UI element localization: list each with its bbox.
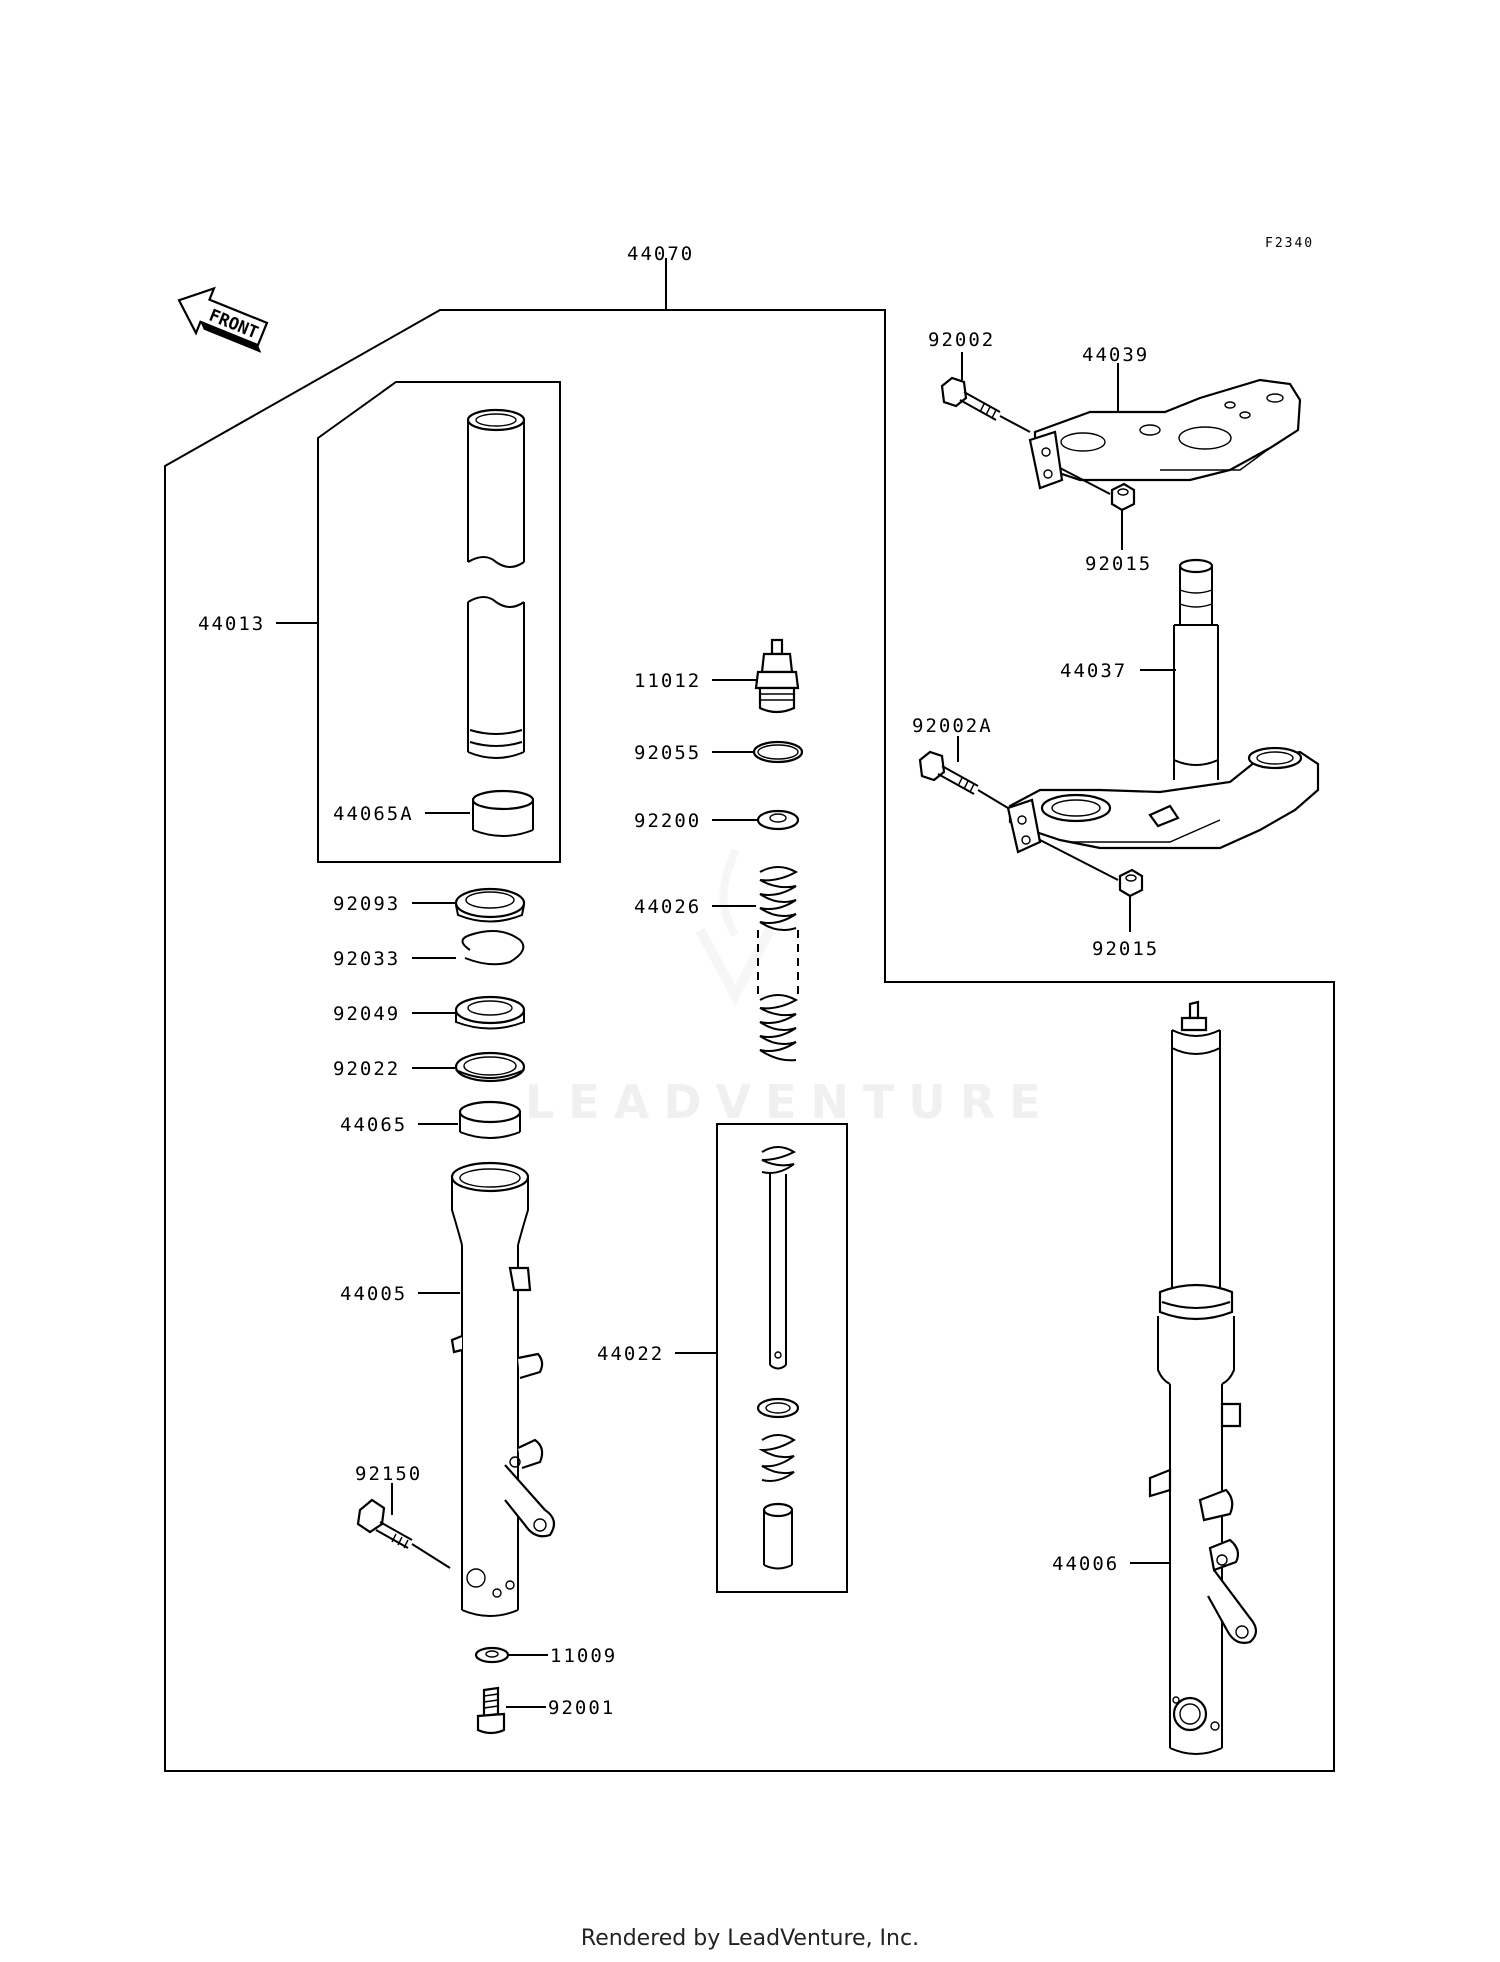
label-44006: 44006 xyxy=(1052,1553,1119,1575)
inner-bushing-part xyxy=(471,789,535,837)
label-92093: 92093 xyxy=(333,893,400,915)
label-44070: 44070 xyxy=(627,243,694,265)
gasket-part xyxy=(474,1646,510,1664)
left-outer-tube-part xyxy=(450,1161,556,1617)
dust-seal-part xyxy=(454,887,526,923)
bottom-bolt-part xyxy=(476,1686,506,1735)
label-44022: 44022 xyxy=(597,1343,664,1365)
damper-box xyxy=(716,1123,848,1593)
upper-nut-part xyxy=(1059,467,1136,512)
watermark-text: LEADVENTURE xyxy=(525,1075,1055,1129)
label-44005: 44005 xyxy=(340,1283,407,1305)
upper-bracket-part xyxy=(1028,378,1302,490)
watermark-logo xyxy=(695,848,775,1006)
label-11012: 11012 xyxy=(634,670,701,692)
label-92055: 92055 xyxy=(634,742,701,764)
assembly-outline xyxy=(164,309,1335,1772)
label-44037: 44037 xyxy=(1060,660,1127,682)
footer-credit: Rendered by LeadVenture, Inc. xyxy=(580,1926,920,1951)
inner-tube-box xyxy=(317,381,561,863)
outer-bushing-part xyxy=(458,1100,522,1139)
oring-part xyxy=(752,740,804,764)
right-fork-assembly-part xyxy=(1148,1000,1258,1755)
label-92015-lower: 92015 xyxy=(1092,938,1159,960)
circlip-part xyxy=(461,930,525,966)
label-92015-upper: 92015 xyxy=(1085,553,1152,575)
label-11009: 11009 xyxy=(550,1645,617,1667)
label-92022: 92022 xyxy=(333,1058,400,1080)
spring-part xyxy=(757,866,799,1062)
label-92002A: 92002A xyxy=(912,715,993,737)
label-92150: 92150 xyxy=(355,1463,422,1485)
label-92002: 92002 xyxy=(928,329,995,351)
lower-bolt-part xyxy=(918,750,1009,809)
label-92033: 92033 xyxy=(333,948,400,970)
axle-bolt-part xyxy=(356,1498,451,1569)
inner-tube-part xyxy=(466,408,526,759)
top-bolt-part xyxy=(940,376,1031,433)
label-44065: 44065 xyxy=(340,1114,407,1136)
label-92001: 92001 xyxy=(548,1697,615,1719)
washer-part xyxy=(454,1051,526,1083)
steering-stem-part xyxy=(1006,558,1320,854)
lower-nut-part xyxy=(1039,839,1144,898)
label-44026: 44026 xyxy=(634,896,701,918)
damper-rod-part xyxy=(756,1146,800,1570)
label-44013: 44013 xyxy=(198,613,265,635)
label-92200: 92200 xyxy=(634,810,701,832)
cap-bolt-part xyxy=(754,638,800,714)
label-44065A: 44065A xyxy=(333,803,414,825)
oil-seal-part xyxy=(454,995,526,1030)
front-direction-arrow: FRONT xyxy=(177,286,269,353)
label-44039: 44039 xyxy=(1082,344,1149,366)
diagram-code: F2340 xyxy=(1265,236,1314,251)
label-92049: 92049 xyxy=(333,1003,400,1025)
collar-part xyxy=(756,809,800,831)
